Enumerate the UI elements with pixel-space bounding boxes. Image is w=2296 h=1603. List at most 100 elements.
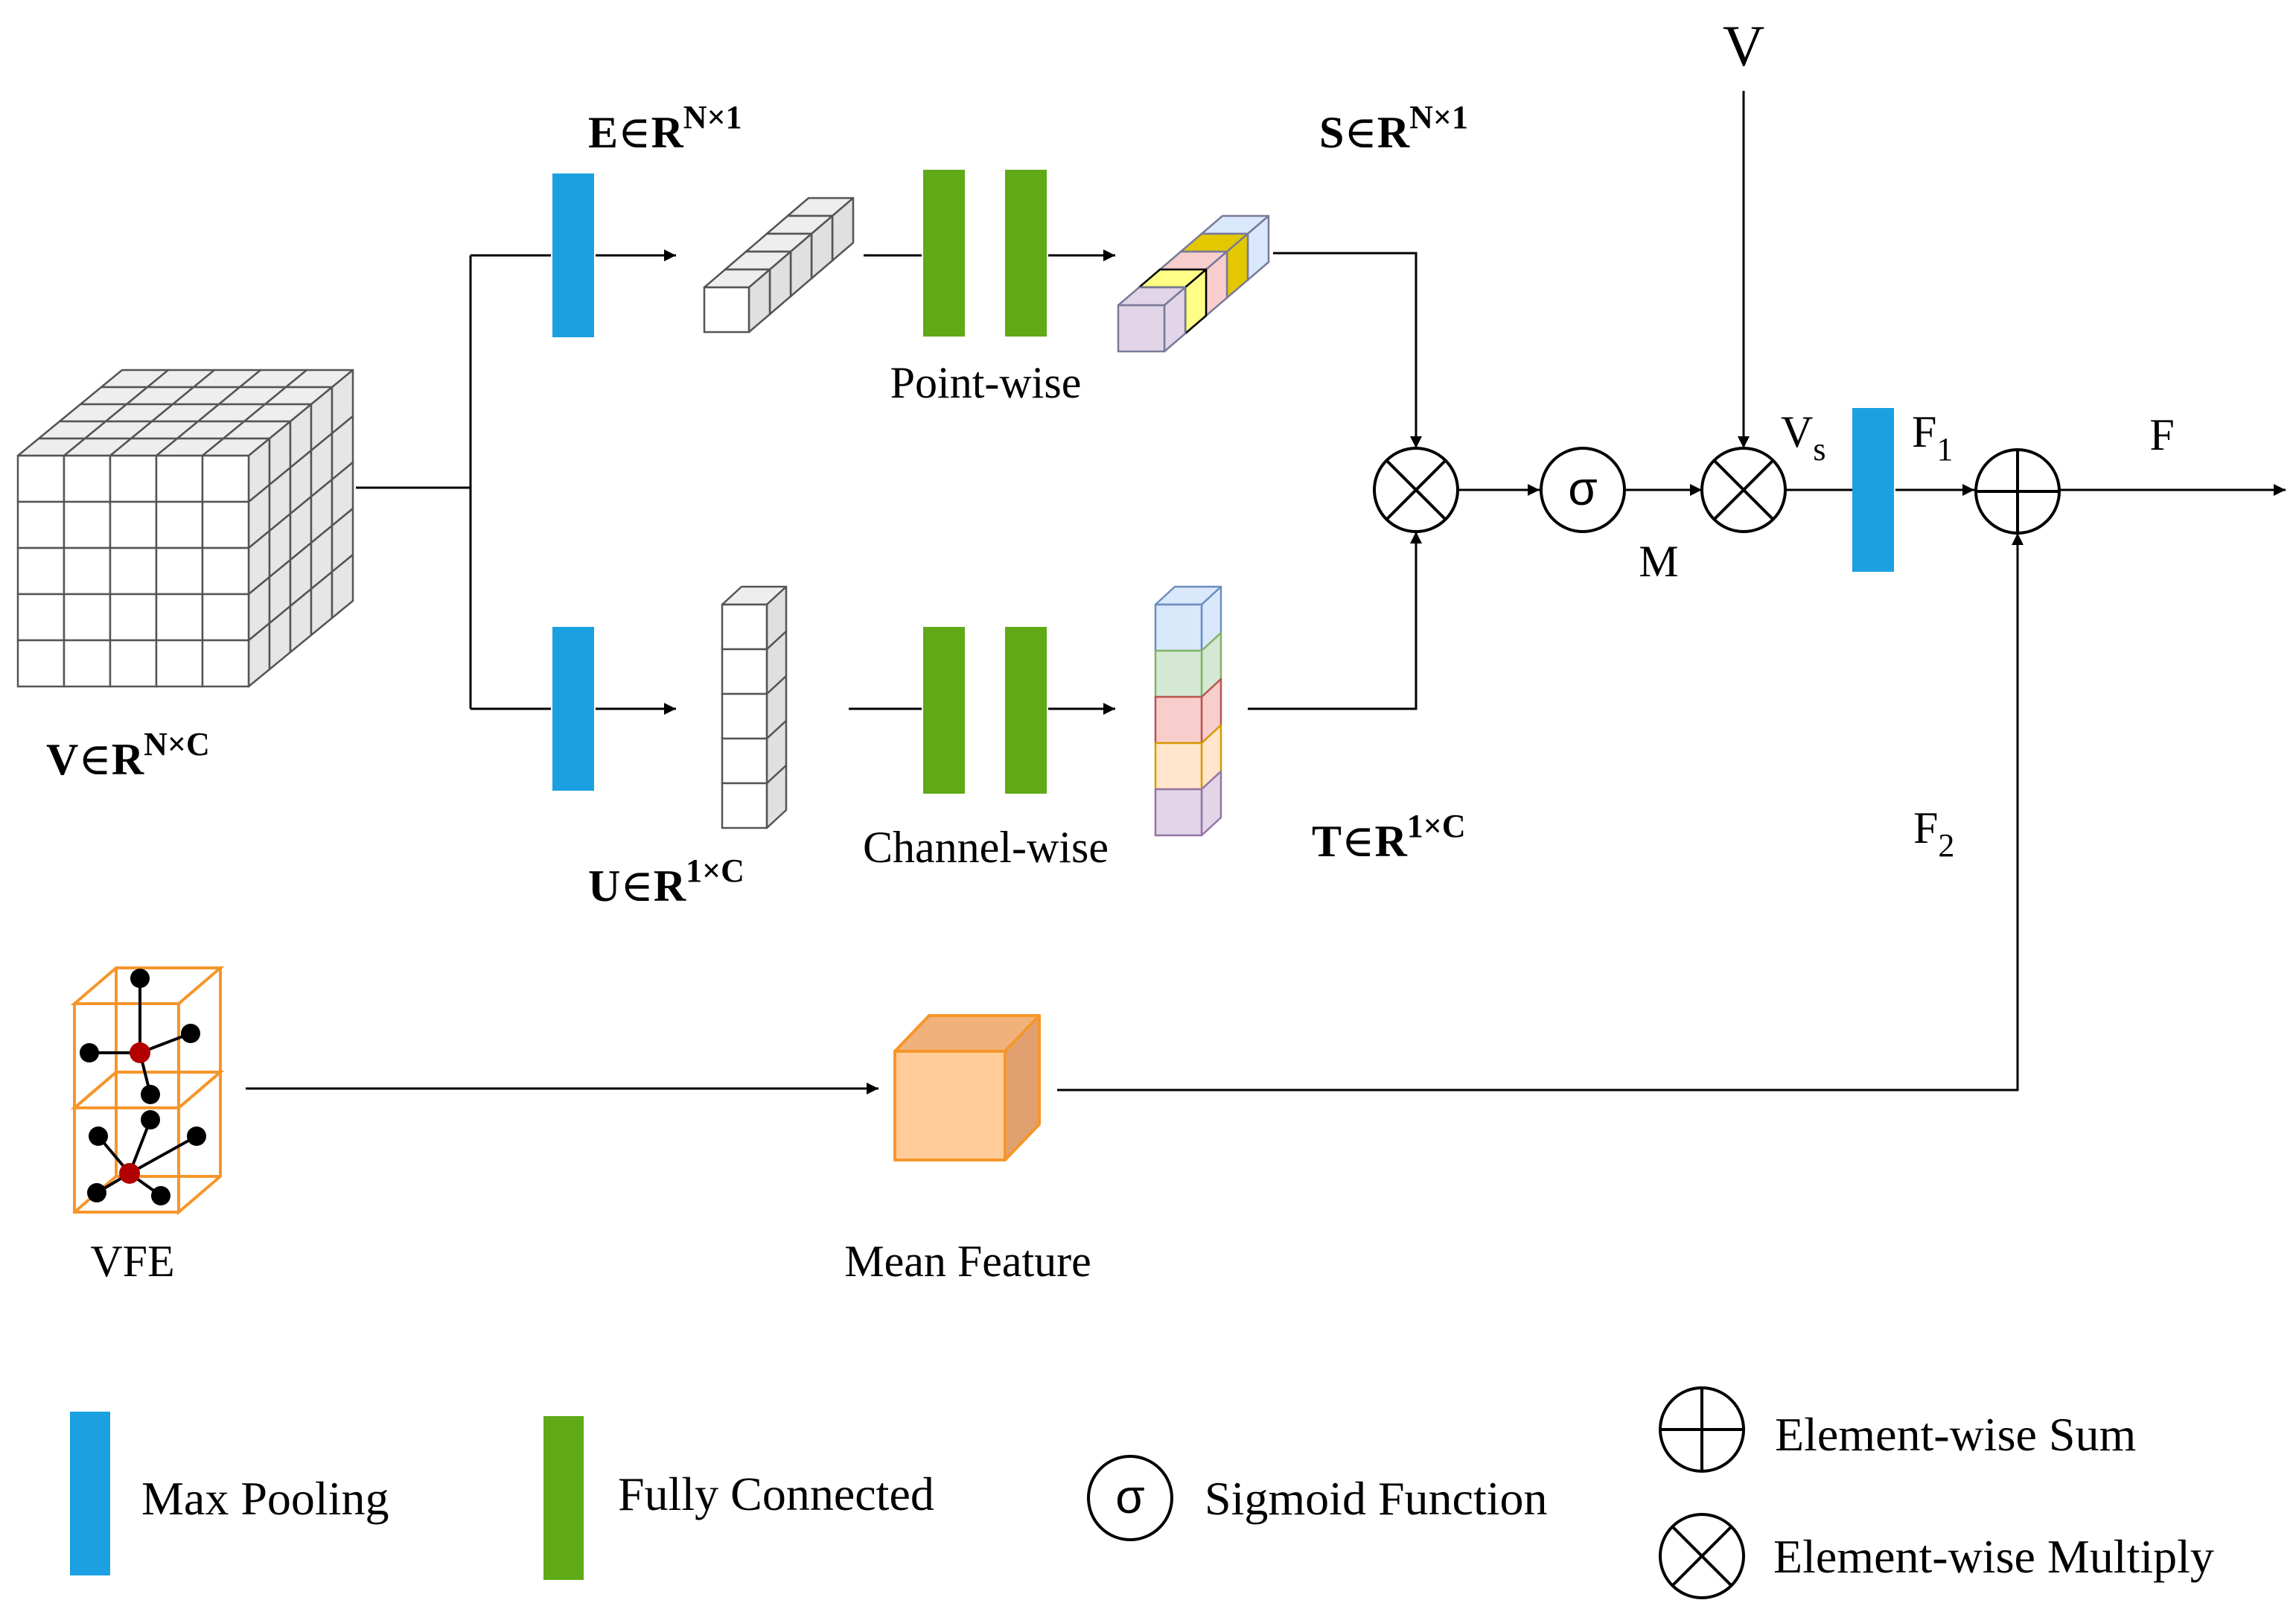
voxel-front-cell xyxy=(109,639,158,688)
voxel-front-cell xyxy=(63,546,112,596)
voxel-front-cell xyxy=(201,639,250,688)
vfe-point xyxy=(130,969,150,988)
t-cube-front xyxy=(1154,742,1203,791)
voxel-front-cell xyxy=(155,500,204,549)
sigmoid-symbol: σ xyxy=(1568,462,1598,515)
s-cube-front xyxy=(1117,304,1166,353)
voxel-front-cell xyxy=(16,593,66,642)
vfe-box-edges xyxy=(70,1071,225,1216)
vfe-center-point xyxy=(119,1163,140,1184)
t-cube-front xyxy=(1154,649,1203,698)
u-cube-front xyxy=(721,648,768,695)
voxel-front-cell xyxy=(16,639,66,688)
voxel-front-cell xyxy=(109,500,158,549)
t-tensor-label: T∈R1×C xyxy=(1312,808,1466,866)
legend-multiply-label: Element-wise Multiply xyxy=(1773,1530,2214,1583)
voxel-front-cell xyxy=(63,639,112,688)
s-tensor-label: S∈RN×1 xyxy=(1319,99,1468,157)
e-cube-strip xyxy=(703,197,855,334)
legend-sigmoid-symbol: σ xyxy=(1115,1470,1145,1523)
legend-max-pooling-label: Max Pooling xyxy=(141,1472,389,1525)
vfe-point xyxy=(80,1043,99,1062)
f2-label: F2 xyxy=(1913,803,1954,864)
legend-sum-icon xyxy=(1659,1386,1745,1473)
legend-sigmoid-label: Sigmoid Function xyxy=(1205,1472,1548,1525)
multiply-node-1 xyxy=(1373,447,1459,533)
max-pooling-bottom xyxy=(552,627,594,791)
sigmoid-node: σ xyxy=(1540,447,1626,533)
t-cube-front xyxy=(1154,788,1203,837)
legend-fully-connected-swatch xyxy=(543,1416,584,1580)
mean-feature-label: Mean Feature xyxy=(844,1237,1091,1286)
legend-sum-label: Element-wise Sum xyxy=(1775,1408,2136,1461)
connector-lines xyxy=(246,91,2286,1094)
top-v-label: V xyxy=(1723,13,1764,78)
voxel-front-cell xyxy=(155,593,204,642)
vfe-label: VFE xyxy=(90,1237,174,1286)
m-label: M xyxy=(1639,537,1678,586)
channel-wise-caption: Channel-wise xyxy=(863,823,1109,872)
max-pooling-top xyxy=(552,173,594,337)
voxel-front-cell xyxy=(109,454,158,503)
vfe-lower-box xyxy=(70,1071,225,1216)
t-cube-front xyxy=(1154,695,1203,745)
u-cube-front xyxy=(721,737,768,785)
t-cube-front xyxy=(1154,603,1203,652)
voxel-front-cell xyxy=(16,500,66,549)
vfe-point xyxy=(151,1186,170,1205)
voxel-front-cell xyxy=(201,593,250,642)
f-output-label: F xyxy=(2149,410,2174,459)
point-wise-caption: Point-wise xyxy=(890,358,1082,407)
vfe-edge xyxy=(129,1135,197,1175)
s-colored-cube-strip xyxy=(1117,214,1270,353)
e-cube-front xyxy=(703,286,750,334)
mean-feature-cube xyxy=(893,1014,1041,1161)
f1-label: F1 xyxy=(1912,407,1953,468)
voxel-front-cell xyxy=(155,454,204,503)
legend-multiply-icon xyxy=(1659,1513,1745,1599)
vfe-point xyxy=(187,1126,206,1146)
voxel-front-cell xyxy=(155,546,204,596)
multiply-node-2 xyxy=(1700,447,1787,533)
voxel-front-cell xyxy=(16,454,66,503)
vfe-point xyxy=(141,1085,160,1104)
voxel-front-cell xyxy=(155,639,204,688)
max-pooling-after-vs xyxy=(1852,408,1894,572)
legend-fully-connected-label: Fully Connected xyxy=(618,1467,934,1520)
u-tensor-label: U∈R1×C xyxy=(588,853,744,911)
voxel-front-cell xyxy=(109,593,158,642)
vfe-icon xyxy=(70,966,225,1216)
voxel-front-cell xyxy=(16,546,66,596)
vfe-point xyxy=(89,1126,108,1146)
vfe-point xyxy=(181,1024,200,1043)
u-cube-front xyxy=(721,692,768,740)
voxel-front-cell xyxy=(201,500,250,549)
voxel-front-cell xyxy=(63,593,112,642)
vfe-point xyxy=(87,1183,106,1202)
u-cube-front xyxy=(721,782,768,829)
vs-label: Vs xyxy=(1781,407,1825,468)
t-to-multiply-arrow xyxy=(1248,532,1422,710)
voxel-front-cell xyxy=(109,546,158,596)
input-voxel-grid-cube xyxy=(16,369,354,688)
mean-to-sum-arrow xyxy=(1057,533,2024,1091)
voxel-front-cell xyxy=(63,454,112,503)
u-cube-front xyxy=(721,603,768,651)
v-tensor-label: V∈RN×C xyxy=(46,726,210,784)
u-cube-strip xyxy=(721,585,788,829)
voxel-side-cell xyxy=(331,553,354,619)
fc-bottom-1 xyxy=(923,627,965,794)
voxel-front-cell xyxy=(201,454,250,503)
legend-max-pooling-swatch xyxy=(70,1412,110,1575)
fc-top-1 xyxy=(923,170,965,337)
e-tensor-label: E∈RN×1 xyxy=(588,99,742,157)
sigmoid-icon xyxy=(1540,447,1626,533)
voxel-front-cell xyxy=(201,546,250,596)
fc-bottom-2 xyxy=(1005,627,1047,794)
vfe-center-point xyxy=(130,1042,150,1063)
s-to-multiply-arrow xyxy=(1273,252,1422,448)
vfe-point xyxy=(141,1110,160,1129)
legend: Max Pooling Fully Connected σ Sigmoid Fu… xyxy=(70,1386,2214,1599)
sum-node xyxy=(1974,448,2061,535)
